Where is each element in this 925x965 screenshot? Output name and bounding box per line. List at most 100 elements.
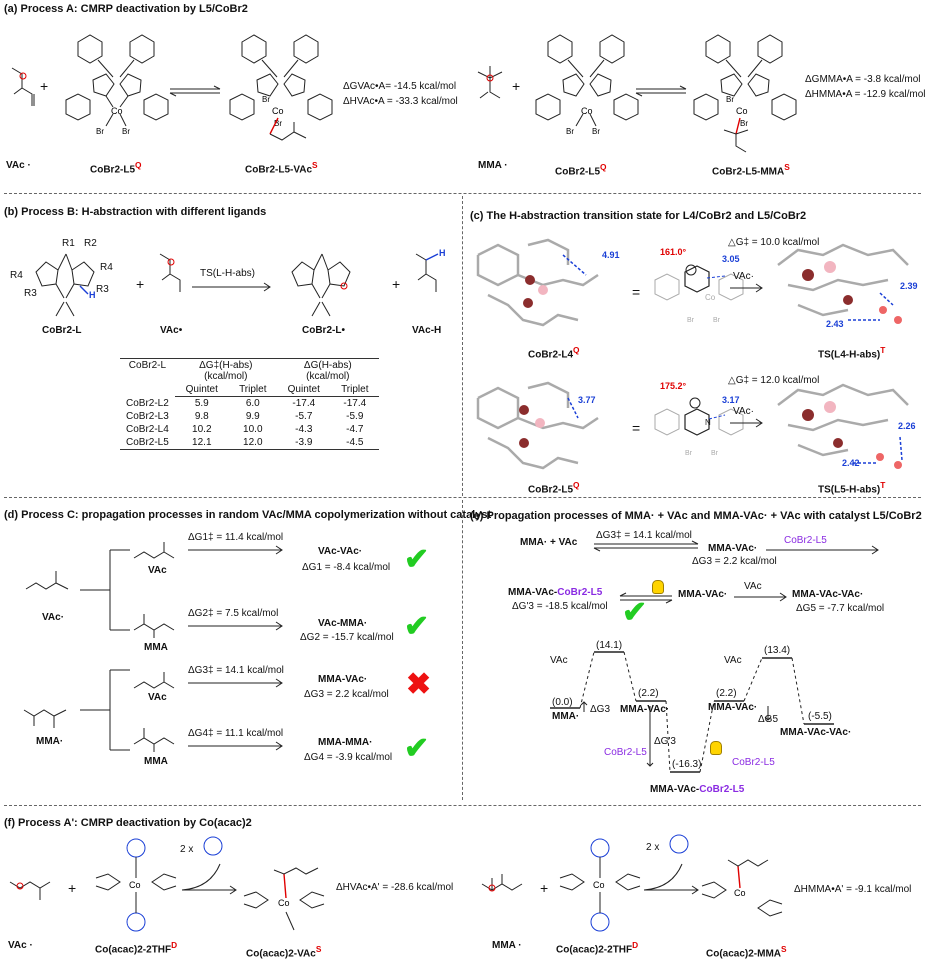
- scheme-dormant: MMA-VAc-CoBr2-L5: [508, 587, 602, 598]
- co-acac-thf-label: Co(acac)2-2THFD: [95, 940, 177, 955]
- cobr2-l5-vac-text: CoBr2-L5-VAc: [245, 164, 313, 176]
- profile-vac-2: VAc: [724, 655, 742, 666]
- cobr2-l5-structure: Co Br Br: [65, 34, 169, 136]
- cobr2-l5-vac-label: CoBr2-L5-VAcS: [245, 160, 318, 175]
- mma-radical-d-structure: [23, 709, 67, 728]
- section-f-title: (f) Process A': CMRP deactivation by Co(…: [4, 817, 252, 829]
- check-icon: ✔: [404, 732, 430, 765]
- reaction-arrow: [188, 741, 283, 751]
- barrier-label: ΔG2‡ = 7.5 kcal/mol: [188, 608, 279, 619]
- thf-leaving: [203, 836, 223, 856]
- level-neg5.5: (-5.5): [808, 711, 832, 722]
- table-cell: 5.9: [194, 398, 209, 409]
- light-bulb-icon-2: [710, 741, 722, 755]
- vac-h-label: VAc-H: [412, 325, 442, 336]
- table-cell: -4.7: [346, 424, 364, 435]
- co-acac-vac-text: Co(acac)2-VAc: [246, 948, 316, 960]
- scheme-start: MMA· + VAc: [520, 537, 578, 548]
- profile-dormant: MMA-VAc-CoBr2-L5: [650, 784, 744, 795]
- scheme-dg3: ΔG3 = 2.2 kcal/mol: [692, 556, 777, 567]
- divider-d-e: [462, 500, 463, 800]
- l4-dg-barrier: △G‡ = 10.0 kcal/mol: [728, 237, 820, 248]
- plus-sign: +: [40, 78, 49, 94]
- check-icon-e: ✔: [622, 596, 648, 629]
- reaction-arrow: [188, 621, 283, 631]
- cobr2-l5-c-text: CoBr2-L5: [528, 484, 574, 496]
- product-label: VAc-MMA·: [318, 618, 368, 629]
- table-row: CoBr2-L4 10.2 10.0 -4.3 -4.7: [120, 423, 379, 436]
- co-acac-mma-label: Co(acac)2-MMAS: [706, 944, 787, 959]
- scheme-vac: VAc: [744, 581, 762, 592]
- table-subheader: Triplet: [228, 383, 277, 397]
- l5-h-distance: 3.17: [722, 395, 740, 405]
- ts-l5-text: TS(L5-H-abs): [818, 484, 881, 496]
- l5-angle: 175.2°: [660, 381, 687, 391]
- profile-dg3p: ΔG'3: [654, 736, 676, 747]
- reaction-arrow: [188, 545, 283, 555]
- scheme-reversible-arrow: [619, 592, 673, 604]
- barrier-label: ΔG3‡ = 14.1 kcal/mol: [188, 665, 284, 676]
- product-label: VAc-VAc·: [318, 546, 363, 557]
- cobr2-l5-label-a1: CoBr2-L5Q: [90, 160, 142, 175]
- cobr2-l5-text-2: CoBr2-L5: [555, 166, 601, 178]
- ts-l5-distance-1: 2.26: [898, 421, 916, 431]
- table-cell: -5.9: [346, 411, 364, 422]
- quintet-sup-l4: Q: [573, 345, 580, 355]
- svg-text:Br: Br: [274, 119, 282, 128]
- profile-final: MMA-VAc-VAc·: [780, 727, 852, 738]
- level-2.2-a: (2.2): [638, 688, 659, 699]
- co-acac-text-2: Co(acac)2-2THF: [556, 944, 633, 956]
- svg-text:Co: Co: [111, 106, 123, 116]
- vac-radical-label: VAc ·: [6, 160, 31, 171]
- profile-dg5: ΔG5: [758, 714, 779, 725]
- doublet-sup-2: D: [632, 940, 639, 950]
- mma-radical-f-structure: [481, 874, 523, 892]
- triplet-sup-l5: T: [880, 480, 886, 490]
- svg-text:Br: Br: [687, 317, 695, 324]
- table-cell: 6.0: [245, 398, 260, 409]
- dh-mma-energy: ΔHMMA•A = -12.9 kcal/mol: [805, 89, 925, 100]
- table-subheader: Quintet: [276, 383, 331, 397]
- mma-radical-d-label: MMA·: [36, 736, 64, 747]
- ts-l5-label: TS(L5-H-abs)T: [818, 480, 885, 495]
- level-0: (0.0): [552, 697, 573, 708]
- section-a-title: (a) Process A: CMRP deactivation by L5/C…: [4, 3, 248, 15]
- svg-text:Co: Co: [736, 106, 748, 116]
- svg-text:Br: Br: [685, 450, 693, 457]
- scheme-product: MMA-VAc-VAc·: [792, 589, 864, 600]
- monomer-label: VAc: [148, 692, 167, 703]
- table-row: CoBr2-L3 9.8 9.9 -5.7 -5.9: [120, 410, 379, 423]
- plus-sign-2: +: [512, 78, 521, 94]
- section-b-title: (b) Process B: H-abstraction with differ…: [4, 206, 267, 218]
- check-icon: ✔: [404, 543, 430, 576]
- thf-leaving-2: [669, 834, 689, 854]
- table-cell: 10.0: [243, 424, 263, 435]
- vac-arrow-l5: [730, 418, 763, 428]
- svg-text:Co: Co: [705, 293, 716, 302]
- svg-text:N: N: [705, 418, 711, 427]
- vac-arrow-label-l5: VAc·: [733, 406, 754, 417]
- table-cell: -4.3: [295, 424, 313, 435]
- scheme-equilibrium-arrow: [593, 540, 699, 552]
- profile-mma: MMA·: [552, 711, 580, 722]
- table-cell: CoBr2-L5: [120, 436, 175, 450]
- svg-text:Co: Co: [581, 106, 593, 116]
- table-cell: -4.5: [330, 436, 379, 450]
- singlet-sup-2: S: [784, 162, 790, 172]
- l5-distance: 3.77: [578, 395, 596, 405]
- l4-distance: 4.91: [602, 250, 620, 260]
- quintet-sup-2: Q: [600, 162, 607, 172]
- r4-label-right: R4: [100, 262, 113, 273]
- l4-angle: 161.0°: [660, 247, 687, 257]
- vac-radical-f-label: VAc ·: [8, 940, 33, 951]
- svg-text:Br: Br: [96, 127, 104, 136]
- cobr2-l5-mma-text: CoBr2-L5-MMA: [712, 166, 785, 178]
- table-cell: 12.1: [174, 436, 229, 450]
- cross-icon: ✖: [406, 668, 432, 701]
- level-neg16.3: (-16.3): [672, 759, 702, 770]
- profile-mmavac-2: MMA-VAc·: [708, 702, 758, 713]
- svg-text:Co: Co: [129, 880, 141, 890]
- dh-mma-f-energy: ΔHMMA•A' = -9.1 kcal/mol: [794, 884, 912, 895]
- table-row: CoBr2-L5 12.1 12.0 -3.9 -4.5: [120, 436, 379, 450]
- barrier-label: ΔG1‡ = 11.4 kcal/mol: [188, 532, 284, 543]
